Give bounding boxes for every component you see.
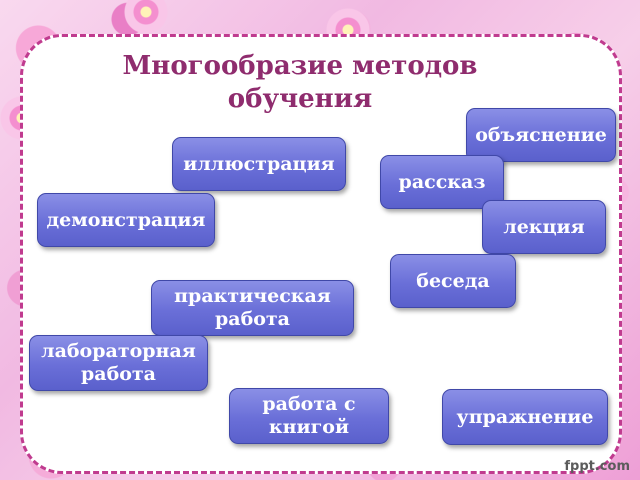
method-label: лекция [503,215,585,238]
method-label: беседа [416,269,490,292]
method-practical-work[interactable]: практическая работа [151,280,354,336]
method-story[interactable]: рассказ [380,155,504,209]
method-label: упражнение [456,405,594,428]
method-label: объяснение [475,123,607,146]
watermark: fppt.com [564,459,630,474]
flower-decoration [124,0,168,34]
slide-title: Многообразие методов обучения [122,51,478,114]
method-label: практическая работа [174,285,331,330]
method-label: рассказ [398,170,486,193]
method-label: лабораторная работа [41,340,196,385]
method-lecture[interactable]: лекция [482,200,606,254]
method-illustration[interactable]: иллюстрация [172,137,346,191]
method-label: демонстрация [46,208,206,231]
method-conversation[interactable]: беседа [390,254,516,308]
method-laboratory-work[interactable]: лабораторная работа [29,335,208,391]
method-label: работа с книгой [262,393,356,438]
method-demonstration[interactable]: демонстрация [37,193,215,247]
method-book-work[interactable]: работа с книгой [229,388,389,444]
method-explanation[interactable]: объяснение [466,108,616,162]
method-label: иллюстрация [183,152,335,175]
method-exercise[interactable]: упражнение [442,389,608,445]
